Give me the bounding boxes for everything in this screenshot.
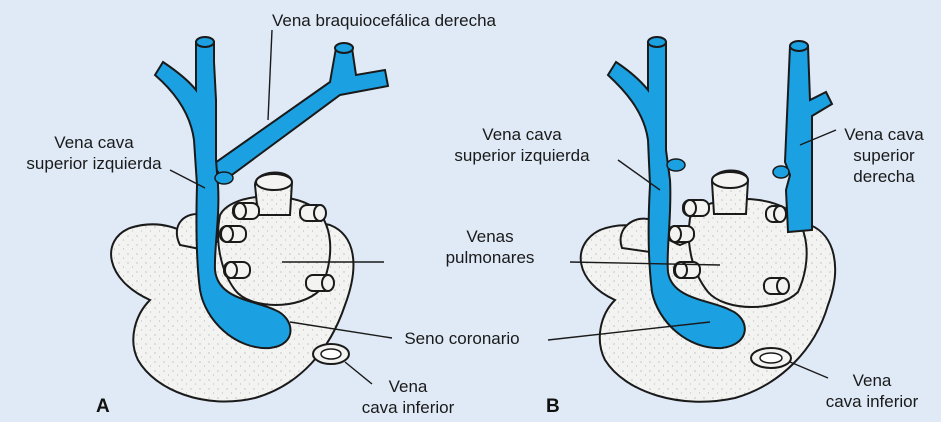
label-ivc-a: Vena cava inferior	[352, 376, 464, 418]
panel-letter-a: A	[96, 396, 110, 418]
panel-b-drawing	[548, 37, 836, 402]
brachiocephalic-vein-a	[212, 48, 388, 180]
label-right-svc-b-line1: Vena cava	[830, 124, 938, 145]
label-pulmonary-veins: Venas pulmonares	[420, 226, 560, 268]
label-left-svc-a-line1: Vena cava	[4, 132, 184, 153]
label-brachiocephalic-right: Vena braquiocefálica derecha	[272, 10, 496, 31]
label-left-svc-a-line2: superior izquierda	[4, 153, 184, 174]
label-left-svc-b-line1: Vena cava	[432, 124, 612, 145]
label-ivc-a-line1: Vena	[352, 376, 464, 397]
label-pulmonary-veins-line2: pulmonares	[420, 247, 560, 268]
label-left-svc-b-line2: superior izquierda	[432, 145, 612, 166]
label-ivc-b: Vena cava inferior	[806, 370, 938, 412]
label-ivc-b-line1: Vena	[806, 370, 938, 391]
label-right-svc-b: Vena cava superior derecha	[830, 124, 938, 187]
right-svc-b	[785, 46, 832, 232]
label-pulmonary-veins-line1: Venas	[420, 226, 560, 247]
label-ivc-a-line2: cava inferior	[352, 397, 464, 418]
panel-a-drawing	[111, 30, 392, 402]
label-ivc-b-line2: cava inferior	[806, 391, 938, 412]
label-left-svc-a: Vena cava superior izquierda	[4, 132, 184, 174]
label-coronary-sinus: Seno coronario	[372, 328, 552, 349]
label-left-svc-b: Vena cava superior izquierda	[432, 124, 612, 166]
label-right-svc-b-line3: derecha	[830, 166, 938, 187]
label-right-svc-b-line2: superior	[830, 145, 938, 166]
panel-letter-b: B	[546, 396, 560, 418]
